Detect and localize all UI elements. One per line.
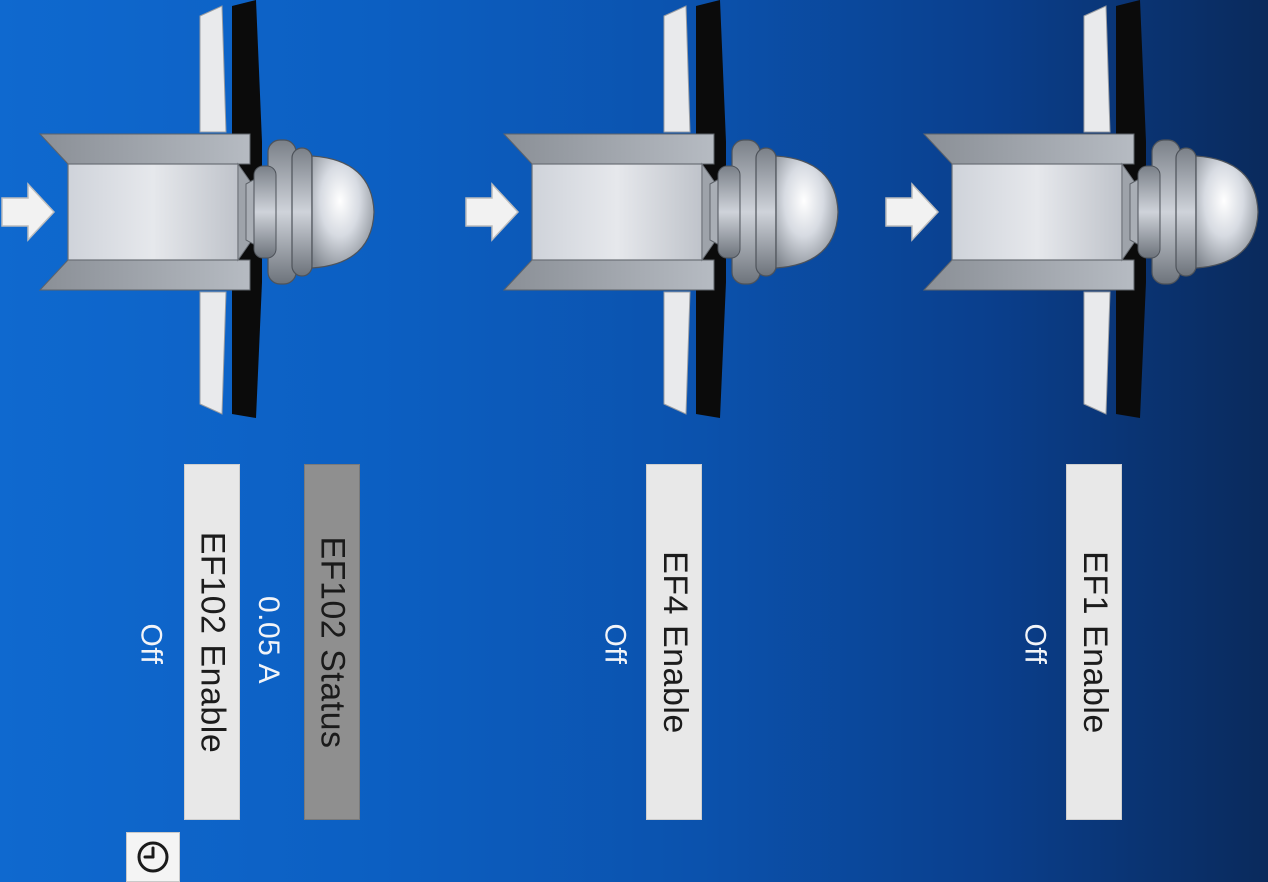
ef102-status-label: EF102 Status xyxy=(313,535,352,749)
fan-graphic-ef102 xyxy=(1,0,375,419)
schedule-button[interactable] xyxy=(126,832,180,882)
fan-graphic-ef1 xyxy=(885,0,1259,419)
ef4-state-value: Off xyxy=(598,623,631,665)
ef102-state: Off xyxy=(120,584,180,704)
ef102-status-panel[interactable]: EF102 Status xyxy=(304,464,360,820)
ef4-enable-label: EF4 Enable xyxy=(655,550,694,734)
ef102-current-readout: 0.05 A xyxy=(238,580,298,700)
ef1-enable-label: EF1 Enable xyxy=(1075,550,1114,734)
ef102-enable-label: EF102 Enable xyxy=(193,531,232,753)
ef1-enable-button[interactable]: EF1 Enable xyxy=(1066,464,1122,820)
fan-graphic-ef4 xyxy=(465,0,839,419)
ef1-state-value: Off xyxy=(1018,623,1051,665)
ef4-state: Off xyxy=(584,584,644,704)
ef102-current-value: 0.05 A xyxy=(252,595,286,685)
ef102-enable-button[interactable]: EF102 Enable xyxy=(184,464,240,820)
ef1-state: Off xyxy=(1004,584,1064,704)
ef4-enable-button[interactable]: EF4 Enable xyxy=(646,464,702,820)
ef102-state-value: Off xyxy=(134,623,167,665)
clock-icon xyxy=(137,841,169,873)
